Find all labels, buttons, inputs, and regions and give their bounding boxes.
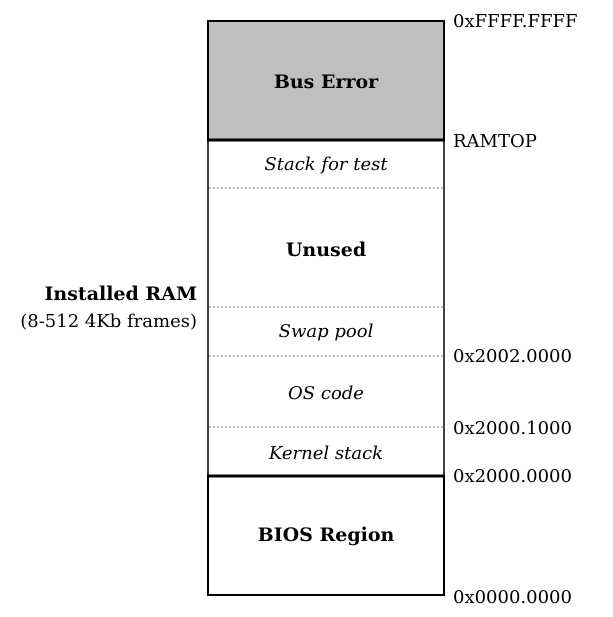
bios-region-block — [207, 475, 445, 596]
address-os-code-start: 0x2000.1000 — [453, 418, 572, 439]
stack-for-test-label: Stack for test — [264, 154, 388, 175]
swap-pool-label: Swap pool — [279, 321, 374, 342]
unused-label: Unused — [286, 239, 366, 261]
os-code-label: OS code — [288, 383, 364, 404]
address-top: 0xFFFF.FFFF — [453, 11, 577, 32]
address-ramtop: RAMTOP — [453, 131, 537, 152]
installed-ram-title: Installed RAM — [45, 283, 197, 305]
address-kernel-stack-start: 0x2000.0000 — [453, 466, 572, 487]
bus-error-label: Bus Error — [274, 71, 379, 93]
address-swap-start: 0x2002.0000 — [453, 346, 572, 367]
installed-ram-block — [207, 139, 445, 477]
kernel-stack-label: Kernel stack — [268, 443, 383, 464]
bus-error-region — [207, 20, 445, 141]
address-bottom: 0x0000.0000 — [453, 587, 572, 608]
bios-region-label: BIOS Region — [258, 524, 395, 546]
installed-ram-subtitle: (8-512 4Kb frames) — [20, 311, 197, 332]
